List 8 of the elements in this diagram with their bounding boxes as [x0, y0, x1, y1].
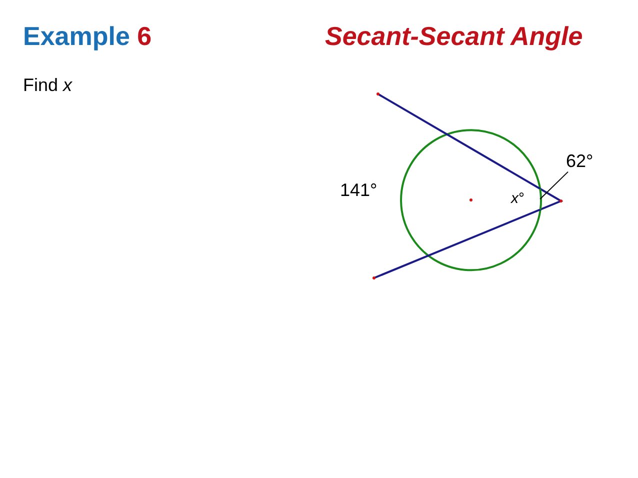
circle-arc	[539, 188, 542, 210]
angle-label: x°	[511, 191, 524, 208]
arc-measure: 141°	[340, 181, 378, 201]
slide-title: Example 6	[23, 22, 152, 51]
slide-subtitle: Secant-Secant Angle	[325, 22, 583, 51]
instruction-text: Find x	[23, 76, 72, 96]
arc-measure: 62°	[566, 152, 594, 172]
leader-line	[540, 171, 568, 200]
